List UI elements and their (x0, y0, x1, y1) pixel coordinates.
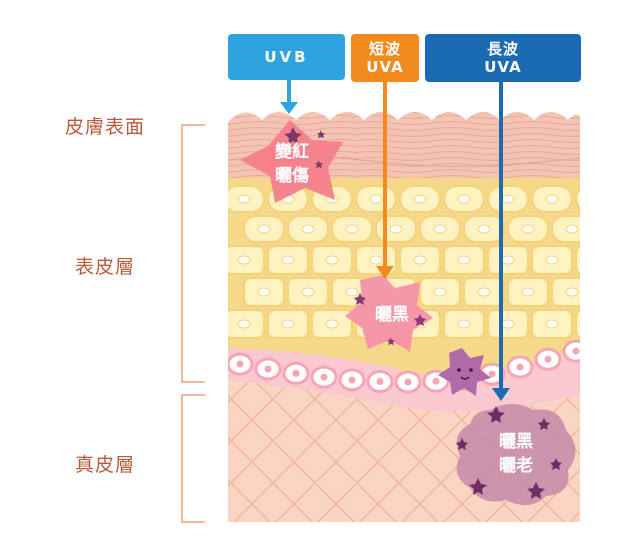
cell-nucleus (501, 194, 515, 204)
cell-nucleus (325, 255, 339, 265)
cell-nucleus (590, 195, 602, 203)
cell-nucleus (457, 319, 471, 329)
cell-nucleus (237, 194, 251, 204)
cell-nucleus (413, 194, 427, 204)
cell-nucleus (545, 194, 559, 204)
sunburn-line1: 變紅 (275, 142, 309, 162)
cell-nucleus (281, 255, 295, 265)
photoaging-marker (456, 404, 576, 506)
dermis-bracket (181, 394, 205, 523)
cell-nucleus (257, 287, 271, 297)
tanning-text: 曬黑 (375, 305, 409, 325)
cell-nucleus (501, 319, 515, 329)
cell-nucleus (565, 287, 579, 297)
basal-cell-nucleus (376, 378, 384, 386)
basal-cell-nucleus (404, 378, 412, 386)
cell-nucleus (477, 224, 491, 234)
epidermis-label: 表皮層 (74, 256, 135, 278)
cell-nucleus (590, 320, 602, 328)
cell-nucleus (237, 319, 251, 329)
basal-cell-nucleus (544, 355, 552, 363)
cell-nucleus (369, 255, 383, 265)
uvb-tab: UVB (228, 34, 345, 80)
epidermis-cell (575, 309, 580, 339)
sunburn-marker (240, 120, 343, 203)
basal-cell (562, 339, 580, 363)
melanocyte-icon (438, 348, 491, 396)
basal-cell-nucleus (292, 369, 300, 377)
cell-nucleus (477, 287, 491, 297)
photoaging-line1: 曬黑 (499, 432, 533, 452)
basal-cell-nucleus (572, 347, 580, 355)
cell-nucleus (369, 194, 383, 204)
cell-nucleus (433, 224, 447, 234)
cell-nucleus (301, 224, 315, 234)
cell-nucleus (521, 287, 535, 297)
long-uva-line2: UVA (484, 58, 522, 76)
cell-nucleus (345, 287, 359, 297)
dermis-label: 真皮層 (74, 454, 135, 476)
cell-nucleus (257, 224, 271, 234)
cell-nucleus (345, 224, 359, 234)
basal-cell-nucleus (320, 373, 328, 381)
basal-cell-nucleus (348, 376, 356, 384)
sunburn-line2: 曬傷 (275, 166, 309, 186)
basal-cell-nucleus (264, 365, 272, 373)
basal-cell-nucleus (488, 370, 496, 378)
epidermis-bracket (181, 124, 205, 383)
uvb-label: UVB (264, 48, 309, 66)
sunburn-text: 變紅 曬傷 (262, 140, 322, 188)
cell-nucleus (545, 319, 559, 329)
short-uva-arrow (376, 82, 394, 279)
cell-nucleus (281, 319, 295, 329)
cell-nucleus (413, 255, 427, 265)
basal-cell-nucleus (516, 363, 524, 371)
cell-nucleus (521, 224, 535, 234)
cell-nucleus (457, 194, 471, 204)
short-uva-tab: 短波 UVA (351, 34, 419, 82)
cell-nucleus (237, 255, 251, 265)
long-uva-line1: 長波 (486, 40, 519, 58)
cell-nucleus (501, 255, 515, 265)
long-uva-arrow (492, 82, 510, 401)
short-uva-line1: 短波 (368, 40, 401, 58)
tanning-marker (345, 275, 433, 352)
sparkle-icon (284, 127, 325, 168)
cell-nucleus (565, 224, 579, 234)
cell-nucleus (325, 319, 339, 329)
cell-nucleus (457, 255, 471, 265)
epidermis-cell (575, 245, 580, 275)
cell-nucleus (389, 224, 403, 234)
photoaging-text: 曬黑 曬老 (484, 430, 548, 478)
cell-nucleus (433, 287, 447, 297)
cell-nucleus (545, 255, 559, 265)
basal-cell-nucleus (432, 377, 440, 385)
skin-surface-label: 皮膚表面 (64, 116, 145, 138)
epidermis-cell (575, 188, 580, 210)
short-uva-line2: UVA (366, 58, 404, 76)
basal-cell-nucleus (236, 360, 244, 368)
cell-nucleus (301, 287, 315, 297)
cell-nucleus (590, 256, 602, 264)
long-uva-tab: 長波 UVA (425, 34, 581, 82)
photoaging-line2: 曬老 (499, 456, 533, 476)
uvb-arrow (280, 80, 298, 114)
